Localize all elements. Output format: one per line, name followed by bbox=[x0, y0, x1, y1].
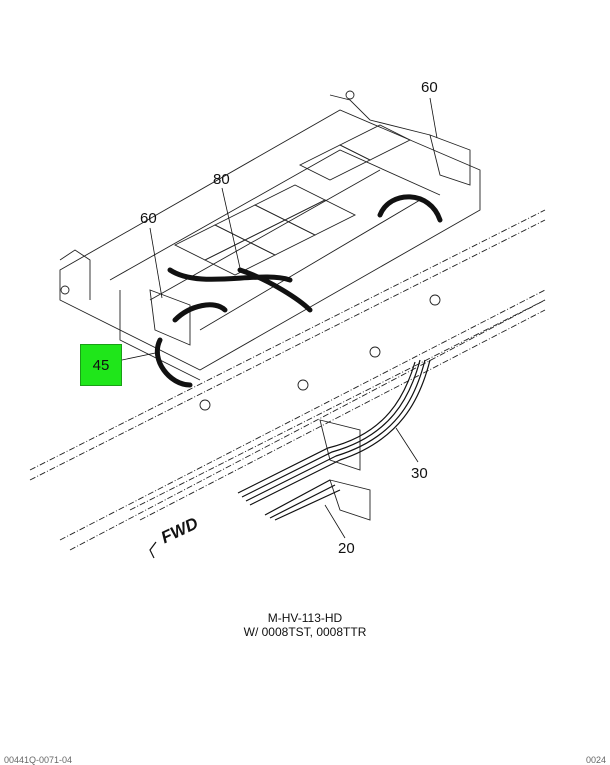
fasteners bbox=[60, 90, 441, 411]
callout-80: 80 bbox=[213, 171, 230, 188]
footer-right: 0024 bbox=[585, 755, 606, 765]
fwd-arrow-icon bbox=[149, 541, 157, 559]
cable-harness bbox=[154, 194, 443, 388]
leader-lines bbox=[121, 97, 438, 539]
callout-60-top: 60 bbox=[421, 79, 438, 96]
callout-45: 45 bbox=[92, 356, 110, 374]
callout-45-highlighted[interactable]: 45 bbox=[80, 344, 122, 386]
callout-30: 30 bbox=[411, 465, 428, 482]
cable-run-30 bbox=[237, 359, 431, 506]
mounting-brackets bbox=[149, 134, 471, 521]
caption-line-2: W/ 0008TST, 0008TTR bbox=[243, 625, 367, 639]
callout-60-left: 60 bbox=[140, 210, 157, 227]
cable-run-20 bbox=[264, 479, 341, 521]
frame-rail bbox=[29, 209, 546, 551]
caption-line-1: M-HV-113-HD bbox=[267, 611, 343, 625]
callout-20: 20 bbox=[338, 540, 355, 557]
footer-left: 00441Q-0071-04 bbox=[4, 755, 73, 765]
battery-cells bbox=[173, 124, 412, 276]
battery-box bbox=[59, 94, 481, 381]
